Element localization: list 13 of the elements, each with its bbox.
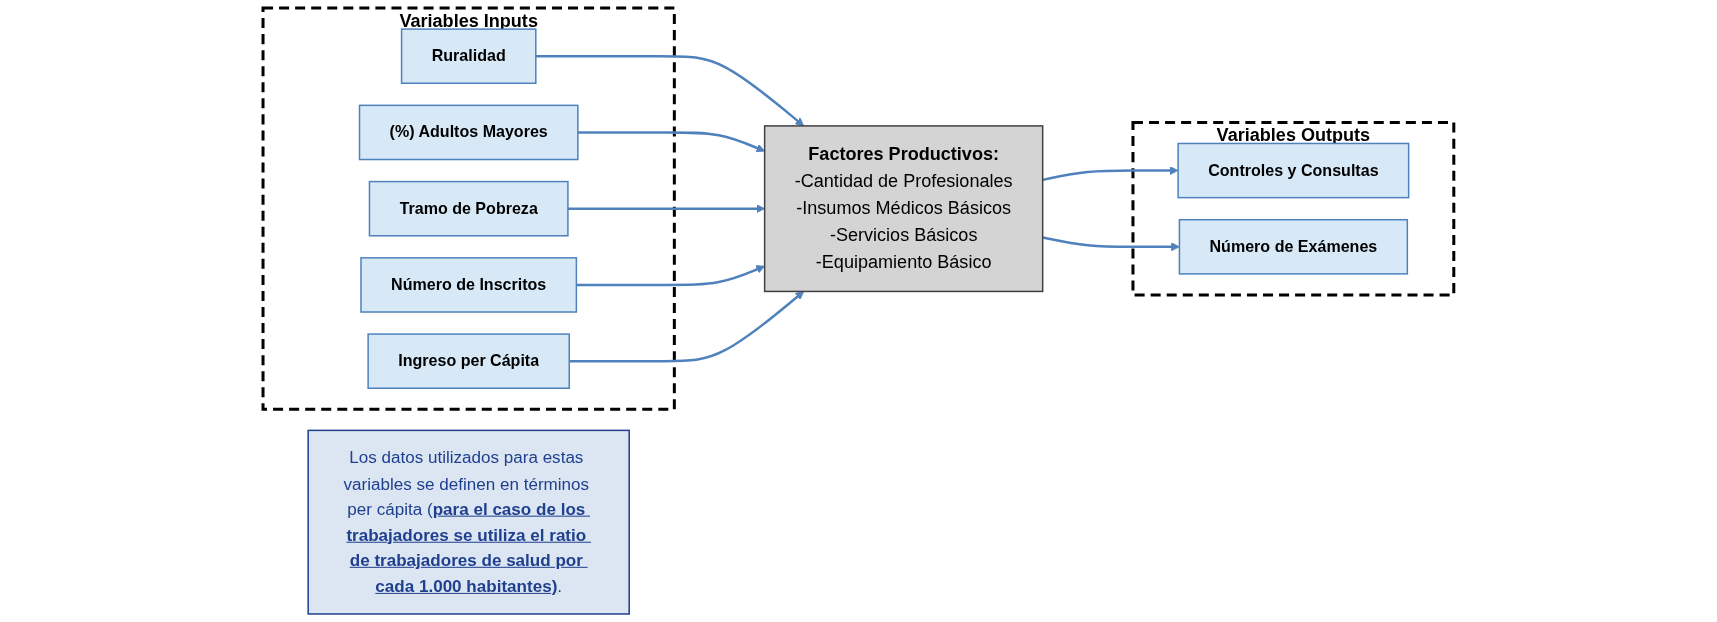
node-box: Número de Inscritos: [360, 257, 578, 313]
node-box: Tramo de Pobreza: [368, 180, 569, 237]
node-box: Ingreso per Cápita: [367, 333, 571, 389]
arrow: [1042, 236, 1180, 252]
arrow: [1042, 166, 1179, 182]
node-box: Los datos utilizados para estas variables se definen en términos per cápita (para el caso de los trabajadores se utiliza el ratio de trabajadores de salud por cada 1.000 habitantes).: [307, 429, 631, 615]
node-box: Controles y Consultas: [1177, 142, 1410, 199]
arrow: [535, 54, 805, 127]
node-box: Número de Exámenes: [1178, 218, 1409, 275]
node-box: Ruralidad: [400, 28, 537, 84]
node-box: Factores Productivos: -Cantidad de Profesionales -Insumos Médicos Básicos -Servicios Básicos -Equipamiento Básico: [763, 125, 1044, 293]
arrow: [569, 291, 805, 363]
node-box: (%) Adultos Mayores: [358, 104, 579, 161]
